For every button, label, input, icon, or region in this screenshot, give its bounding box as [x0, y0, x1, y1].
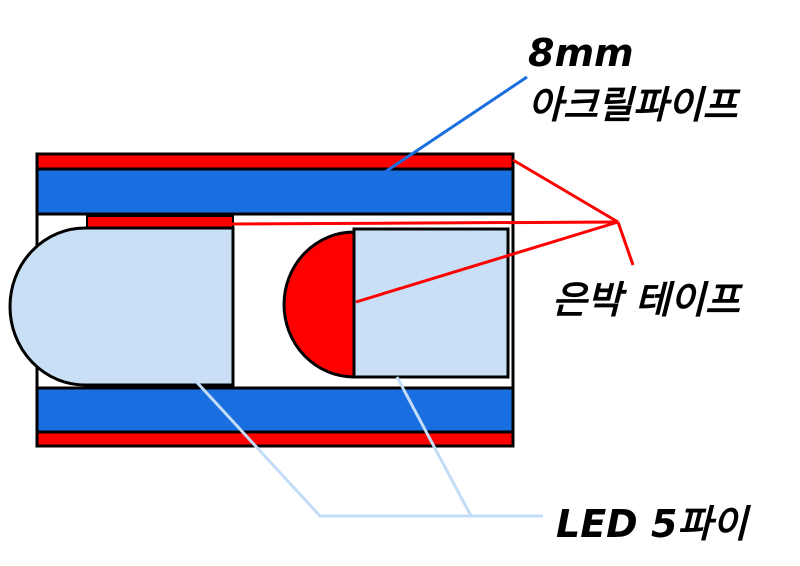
pipe-wall-top — [35, 167, 515, 216]
label-foil-tape: 은박 테이프 — [552, 278, 741, 322]
label-pipe-size: 8mm — [528, 31, 634, 75]
led-left — [8, 226, 235, 387]
led-leader-lines — [190, 375, 543, 518]
pipe-wall-bottom — [35, 386, 515, 434]
led-right-body — [352, 227, 510, 379]
led-right-reflector — [282, 230, 356, 379]
inner-tape-top — [86, 215, 234, 229]
label-acrylic-pipe: 아크릴파이프 — [528, 83, 738, 127]
tape-strip-top — [35, 152, 515, 171]
tape-strip-bottom — [35, 430, 515, 448]
tape-leader-lines — [227, 158, 635, 304]
label-led: LED 5파이 — [556, 502, 748, 546]
pipe-leader-line — [384, 75, 528, 174]
